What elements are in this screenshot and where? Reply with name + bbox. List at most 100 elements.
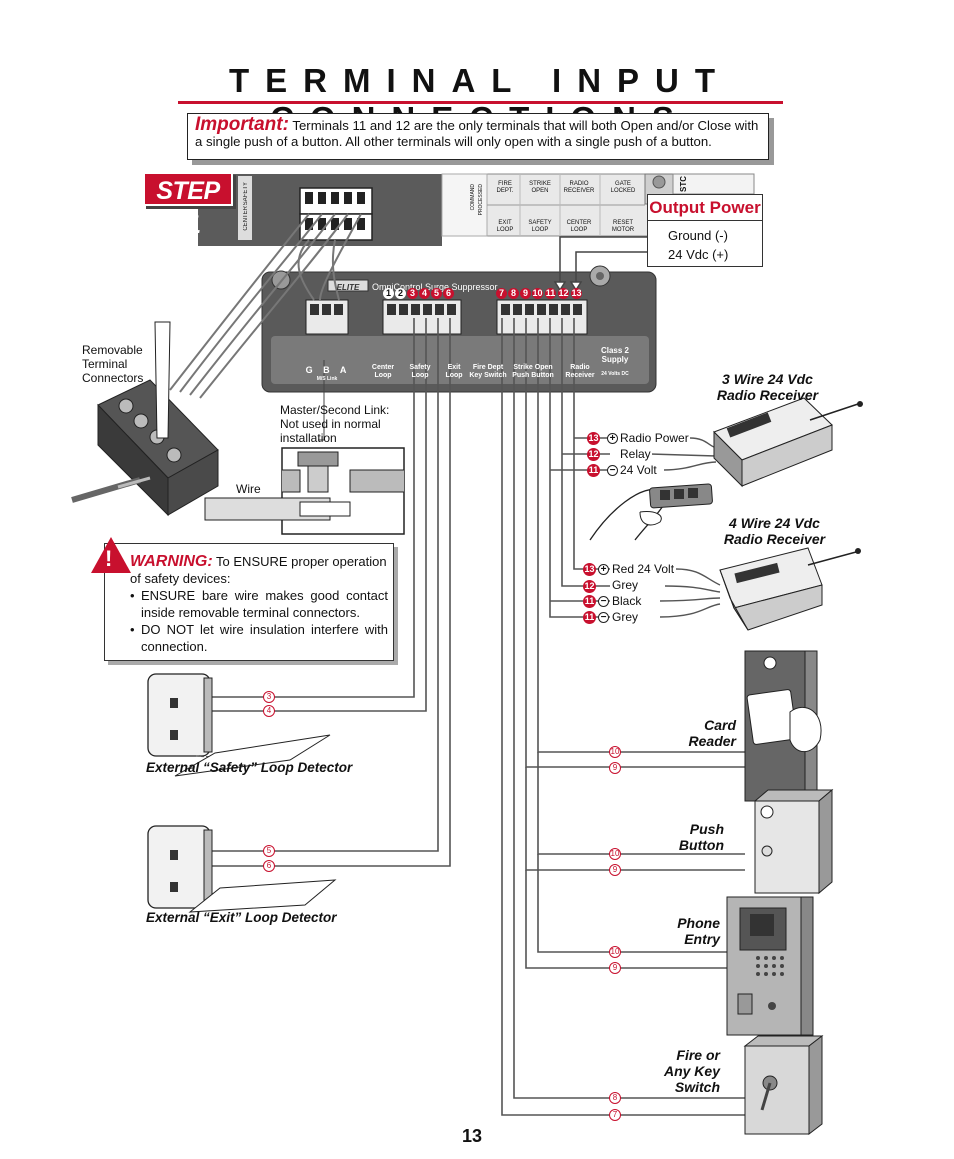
link-letters: G B A	[305, 365, 347, 375]
exclamation-icon: !	[105, 546, 113, 571]
plus-icon: +	[598, 564, 609, 575]
volts-label: 24 Volts DC	[601, 371, 629, 377]
wire-number: 11	[587, 464, 600, 477]
terminal-number: 13	[571, 288, 582, 299]
exit-loop-detector	[147, 825, 337, 913]
phone-entry-device	[726, 896, 814, 1036]
terminal-number: 1	[383, 288, 394, 299]
receiver4-wires	[659, 568, 721, 618]
wire-number: 9	[609, 864, 621, 876]
wire-number: 9	[609, 762, 621, 774]
board-name: OmniControl Surge Suppressor	[372, 282, 498, 292]
minus-icon: −	[598, 596, 609, 607]
minus-icon: −	[598, 612, 609, 623]
brand-logo: ELITE	[336, 283, 360, 292]
receiver3-device	[713, 397, 863, 488]
wire-number: 9	[609, 962, 621, 974]
receiver4-device	[719, 547, 861, 631]
output-power-box: Output Power Ground (-) 24 Vdc (+)	[647, 194, 763, 267]
ground-label: Ground (-)	[668, 228, 728, 243]
warning-icon	[91, 537, 131, 573]
safety-loop-label: External “Safety” Loop Detector	[146, 760, 353, 775]
wire-number: 7	[609, 1109, 621, 1121]
card-reader-device	[744, 650, 822, 802]
safety-loop-detector	[147, 673, 331, 777]
important-note: Important: Terminals 11 and 12 are the o…	[187, 113, 769, 160]
output-power-title: Output Power	[648, 195, 762, 221]
wire-number: 4	[263, 705, 275, 717]
wire-label: Grey	[611, 610, 640, 624]
link-sub: M/S Link	[316, 376, 338, 382]
page-number: 13	[462, 1126, 483, 1146]
wire-number: 12	[587, 448, 600, 461]
surge-suppressor-box	[261, 265, 657, 393]
exit-loop-label: External “Exit” Loop Detector	[146, 910, 337, 925]
warning-bullet: ENSURE bare wire makes good contact insi…	[130, 587, 388, 621]
minus-icon: −	[607, 465, 618, 476]
warning-intro: To ENSURE proper operation of safety dev…	[130, 554, 387, 586]
important-lead: Important:	[195, 114, 289, 135]
wire-number: 12	[583, 580, 596, 593]
wire-number: 5	[263, 845, 275, 857]
vdc-label: 24 Vdc (+)	[668, 247, 729, 262]
terminal-number: 8	[508, 288, 519, 299]
device-wires	[205, 318, 745, 1116]
warning-lead: WARNING:	[130, 553, 213, 570]
terminal-number: 2	[395, 288, 406, 299]
push-button-device	[753, 788, 834, 895]
wire-number: 10	[609, 746, 621, 758]
wire-clamp-illustration	[204, 360, 405, 535]
warning-box: ! WARNING: To ENSURE proper operation of…	[91, 537, 394, 661]
step-badge: STEP 11	[143, 172, 233, 239]
wire-label: Radio Power	[619, 431, 690, 445]
link-wires	[169, 213, 362, 399]
wire-label: 24 Volt	[619, 463, 658, 477]
wire-label: Red 24 Volt	[611, 562, 676, 576]
plus-icon: +	[607, 433, 618, 444]
wire-number: 3	[263, 691, 275, 703]
terminal-number: 5	[431, 288, 442, 299]
wire-number: 11	[583, 595, 596, 608]
remote-transmitter	[589, 483, 713, 541]
terminal-number: 7	[496, 288, 507, 299]
ctrl-stc: STC	[679, 176, 688, 192]
wire-number: 11	[583, 611, 596, 624]
wire-number: 10	[609, 848, 621, 860]
wire-number: 10	[609, 946, 621, 958]
wire-number: 8	[609, 1092, 621, 1104]
terminal-number: 3	[407, 288, 418, 299]
wire-label: Black	[611, 594, 643, 608]
removable-connector	[71, 321, 219, 517]
wire-label: Grey	[611, 578, 640, 592]
key-switch-device	[743, 1034, 824, 1136]
important-text: Terminals 11 and 12 are the only termina…	[195, 118, 759, 149]
warning-bullet: DO NOT let wire insulation interfere wit…	[130, 621, 388, 655]
terminal-number: 6	[443, 288, 454, 299]
terminal-number: 10	[532, 288, 543, 299]
output-power-arrows	[553, 236, 648, 292]
controller-safety-label: SAFETY	[243, 182, 249, 206]
controller-center-label: CENTER	[243, 206, 249, 231]
wire-number: 13	[583, 563, 596, 576]
wire-number: 13	[587, 432, 600, 445]
